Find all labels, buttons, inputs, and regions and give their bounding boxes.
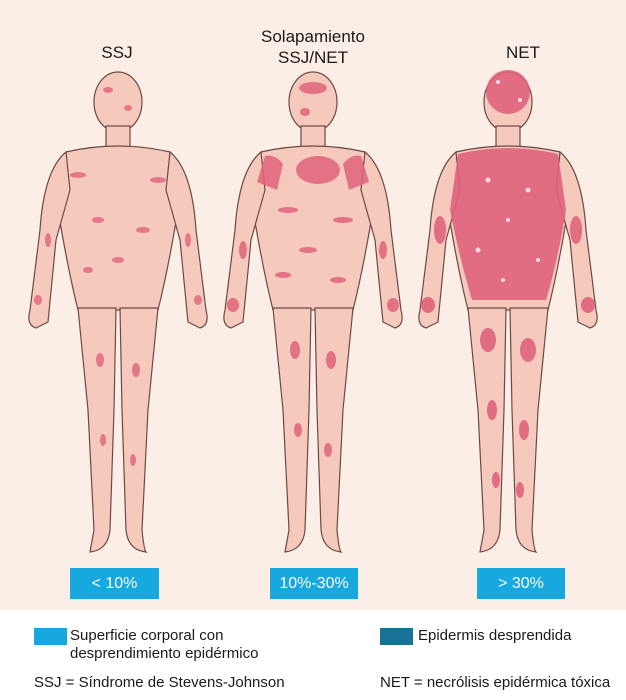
ssj-definition: SSJ = Síndrome de Stevens-Johnson	[34, 674, 285, 692]
percent-box-ssj: < 10%	[70, 568, 159, 599]
body-surface-swatch	[34, 628, 67, 645]
percent-box-net: > 30%	[477, 568, 565, 599]
detached-epidermis-label: Epidermis desprendida	[418, 627, 571, 645]
net-definition: NET = necrólisis epidérmica tóxica	[380, 674, 610, 692]
detached-epidermis-swatch	[380, 628, 413, 645]
percent-box-overlap: 10%-30%	[270, 568, 358, 599]
body-surface-label: Superficie corporal con desprendimiento …	[70, 627, 258, 663]
body-figure-ssj	[18, 60, 218, 560]
body-figure-net	[408, 60, 608, 560]
body-figure-overlap	[213, 60, 413, 560]
